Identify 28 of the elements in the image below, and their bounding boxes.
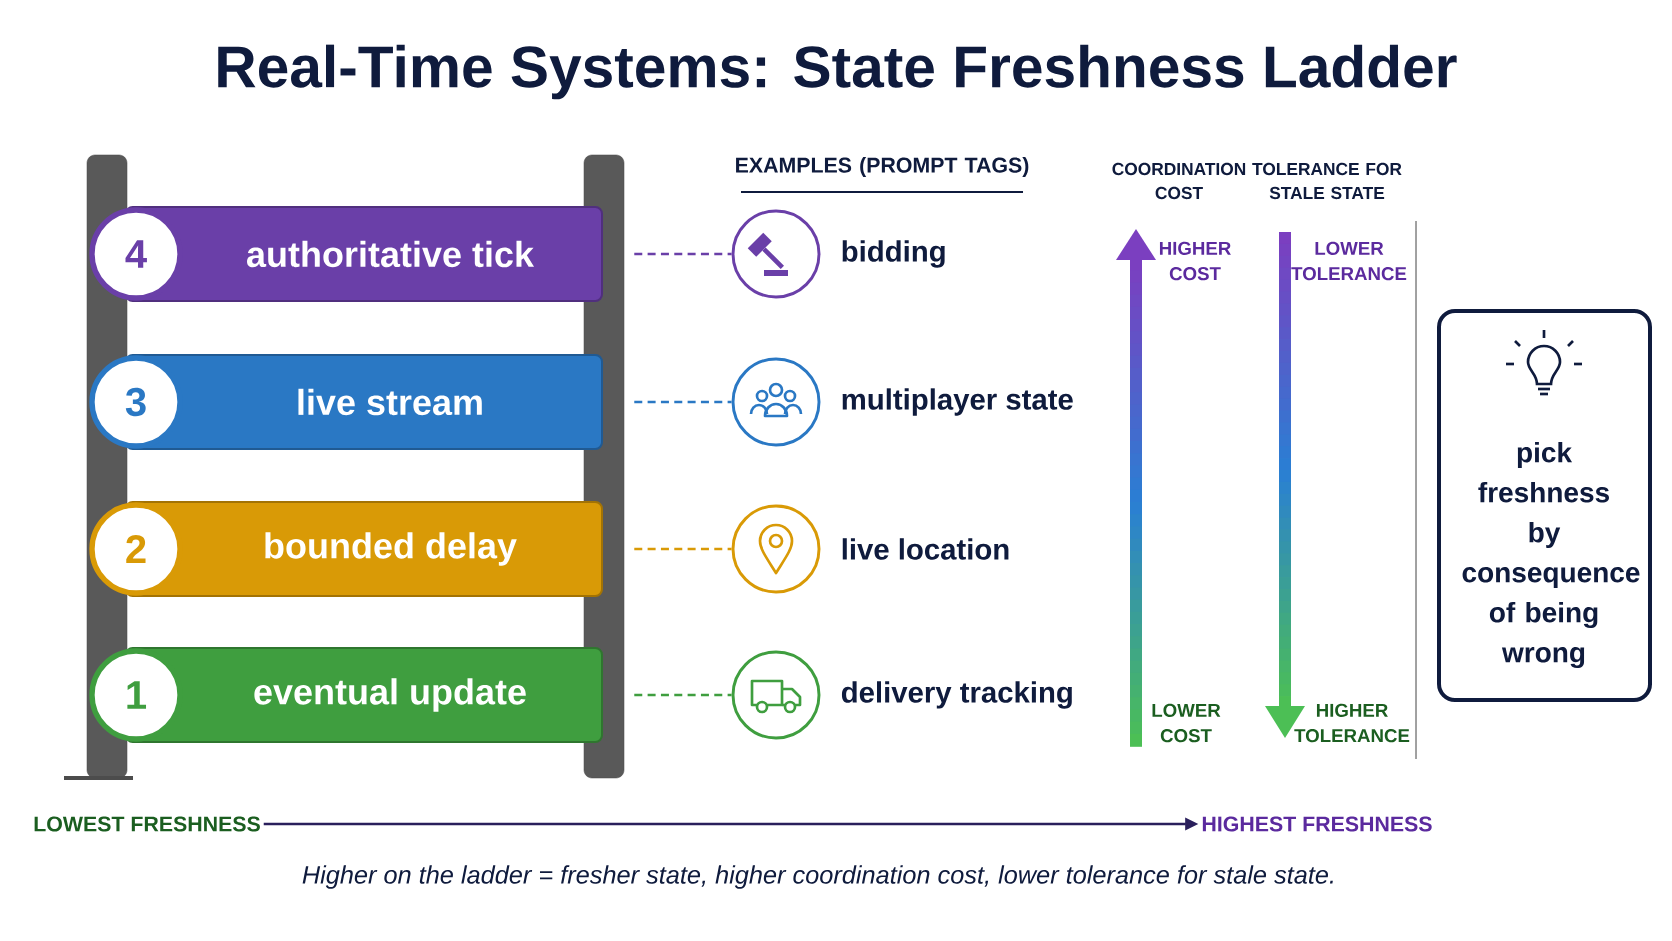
caption: Higher on the ladder = fresher state, higher coordination cost, lower tolerance for stale state. xyxy=(302,865,1333,889)
connector xyxy=(634,252,732,256)
column-heading: COORDINATION COST xyxy=(1112,162,1246,200)
example-label: delivery tracking xyxy=(841,681,1072,709)
column-heading: TOLERANCE FOR STALE STATE xyxy=(1252,162,1402,200)
icon-circle xyxy=(731,357,821,447)
rung-bar: 1 eventual update xyxy=(89,647,603,743)
connector xyxy=(634,547,732,551)
scale-label: HIGHER TOLERANCE xyxy=(1294,703,1410,743)
rung-bar: 2 bounded delay xyxy=(89,501,603,597)
example-label: bidding xyxy=(842,240,945,268)
section-heading: EXAMPLES (PROMPT TAGS) xyxy=(736,157,1029,177)
axis-label: LOWEST FRESHNESS xyxy=(34,816,260,832)
connector xyxy=(634,400,732,404)
title: Real-Time Systems: State Freshness Ladder xyxy=(218,44,1457,100)
scale-label: LOWER COST xyxy=(1152,703,1221,743)
example-label: multiplayer state xyxy=(842,388,1073,416)
icon-circle xyxy=(731,504,821,594)
scale-label: LOWER TOLERANCE xyxy=(1291,241,1407,281)
example-label: live location xyxy=(842,538,1009,560)
scale-label: HIGHER COST xyxy=(1159,241,1231,281)
callout-box: pick freshness by consequence of being wrong xyxy=(1437,309,1652,702)
icon-circle xyxy=(731,650,821,740)
axis-label: HIGHEST FRESHNESS xyxy=(1202,816,1432,832)
rung-bar: 3 live stream xyxy=(89,354,603,450)
connector xyxy=(634,693,732,697)
rung-bar: 4 authoritative tick xyxy=(89,206,603,302)
icon-circle xyxy=(731,209,821,299)
